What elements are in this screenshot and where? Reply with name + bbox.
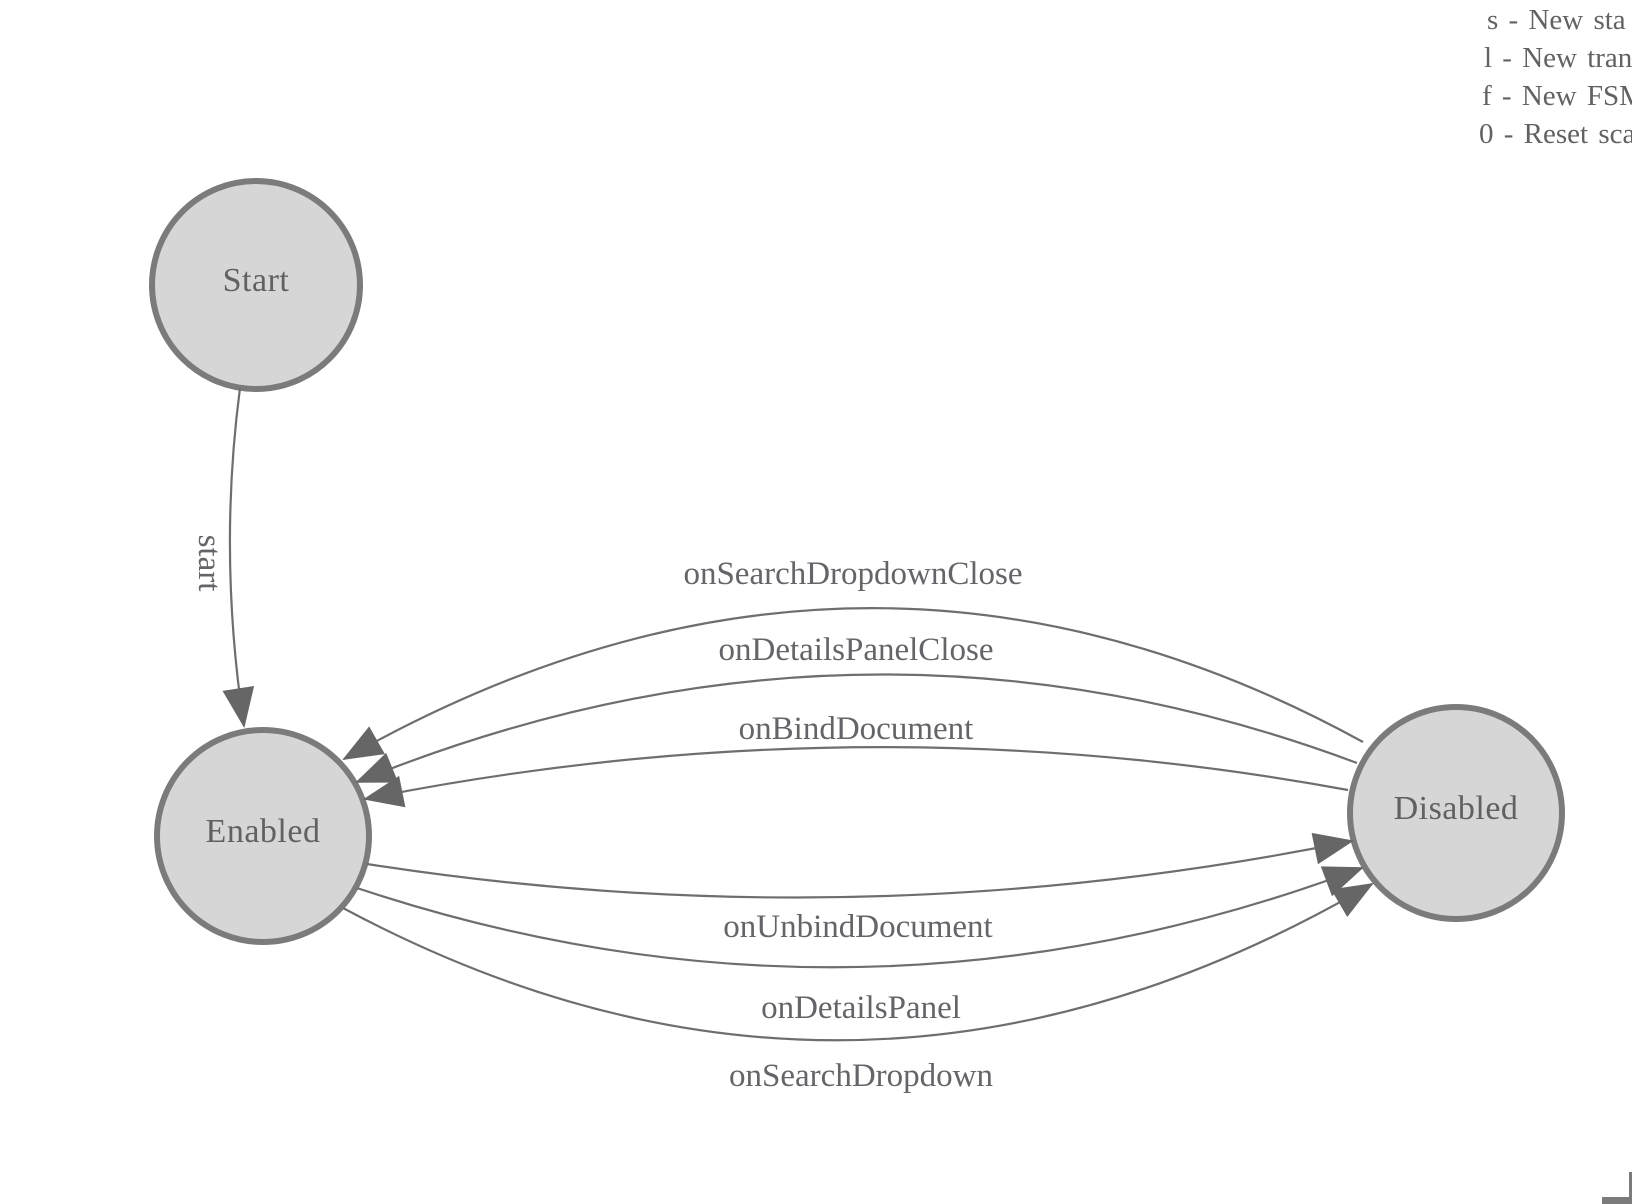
transition-onSearchDropdown: onSearchDropdown — [342, 882, 1374, 1094]
state-node-enabled[interactable]: Enabled — [154, 727, 372, 945]
transition-onBindDocument-label: onBindDocument — [739, 711, 974, 747]
transition-onUnbindDocument: onUnbindDocument — [366, 832, 1354, 945]
transition-onUnbindDocument-path[interactable] — [366, 832, 1354, 899]
transition-start-label: start — [191, 535, 227, 592]
help-panel: s - New sta l - New tran f - New FSM 0 -… — [1479, 4, 1632, 150]
help-line-new-transition: l - New tran — [1484, 42, 1632, 74]
transition-onUnbindDocument-label: onUnbindDocument — [723, 909, 992, 945]
transition-onDetailsPanel-path[interactable] — [356, 866, 1364, 969]
transition-start: start — [191, 387, 255, 728]
corner-vertical-line — [1629, 1172, 1632, 1204]
state-circle-start[interactable] — [149, 178, 363, 392]
help-line-reset-scale: 0 - Reset sca — [1479, 118, 1632, 150]
state-label-start: Start — [223, 262, 290, 299]
transition-onDetailsPanelClose: onDetailsPanelClose — [355, 632, 1358, 784]
transition-onDetailsPanel-label: onDetailsPanel — [761, 990, 961, 1026]
transition-onSearchDropdownClose-label: onSearchDropdownClose — [683, 556, 1022, 592]
transition-onSearchDropdownClose: onSearchDropdownClose — [342, 556, 1364, 760]
state-circle-disabled[interactable] — [1347, 704, 1565, 922]
transition-onSearchDropdownClose-path[interactable] — [342, 607, 1364, 760]
transition-onBindDocument: onBindDocument — [363, 711, 1349, 808]
help-line-new-fsm: f - New FSM — [1482, 80, 1632, 112]
transition-onDetailsPanel: onDetailsPanel — [356, 866, 1364, 1026]
transition-onSearchDropdown-path[interactable] — [342, 882, 1374, 1042]
transition-onDetailsPanelClose-label: onDetailsPanelClose — [719, 632, 994, 668]
corner-horizontal-bar — [1602, 1197, 1632, 1204]
state-label-disabled: Disabled — [1394, 790, 1519, 827]
clipped-corner-element — [1602, 1172, 1632, 1204]
transition-onSearchDropdown-label: onSearchDropdown — [729, 1058, 993, 1094]
state-circle-enabled[interactable] — [154, 727, 372, 945]
help-line-new-state: s - New sta — [1487, 4, 1626, 36]
state-node-start[interactable]: Start — [149, 178, 363, 392]
state-node-disabled[interactable]: Disabled — [1347, 704, 1565, 922]
transition-onBindDocument-path[interactable] — [363, 746, 1349, 808]
state-label-enabled: Enabled — [206, 813, 321, 850]
transition-onDetailsPanelClose-path[interactable] — [355, 673, 1358, 784]
transition-start-path[interactable] — [222, 387, 255, 728]
